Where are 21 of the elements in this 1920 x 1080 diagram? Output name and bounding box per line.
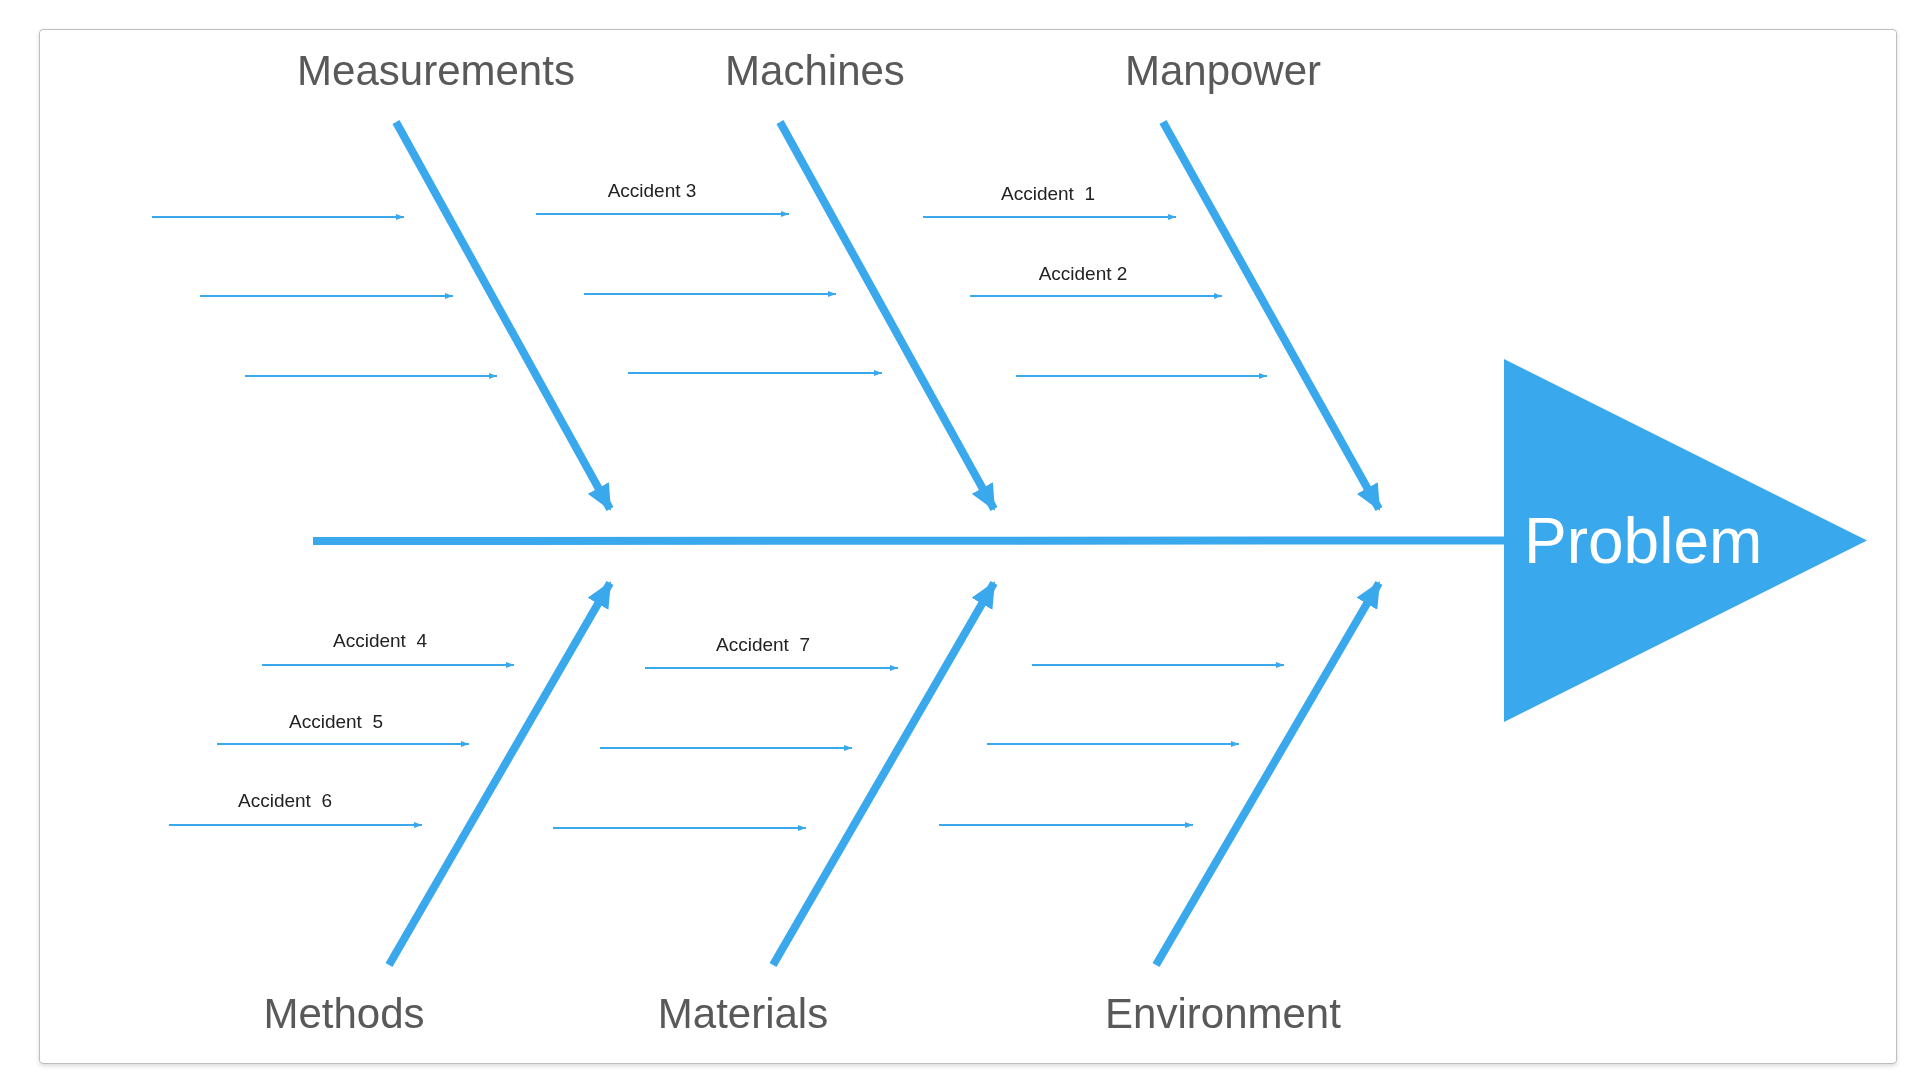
cause-label: Accident 2 — [1038, 263, 1128, 285]
bone-arrow — [1159, 120, 1383, 511]
bone-arrow — [392, 120, 614, 511]
cause-label: Accident 1 — [1001, 183, 1095, 205]
bone-arrow — [769, 581, 998, 967]
problem-triangle — [1504, 359, 1867, 722]
cause-label: Accident 6 — [238, 790, 332, 812]
cause-label: Accident 5 — [289, 711, 383, 733]
bone-arrow — [385, 581, 614, 967]
category-label: Machines — [725, 48, 905, 95]
bone-arrow — [776, 120, 998, 511]
problem-label: Problem — [1524, 503, 1763, 579]
category-label: Environment — [1105, 990, 1341, 1037]
cause-label: Accident 7 — [716, 634, 810, 656]
category-label: Measurements — [297, 48, 575, 95]
cause-label: Accident 4 — [333, 630, 427, 652]
cause-label: Accident 3 — [607, 180, 697, 202]
category-label: Materials — [657, 990, 829, 1037]
category-label: Methods — [263, 990, 425, 1037]
bone-arrow — [1152, 581, 1383, 967]
category-label: Manpower — [1124, 48, 1322, 95]
